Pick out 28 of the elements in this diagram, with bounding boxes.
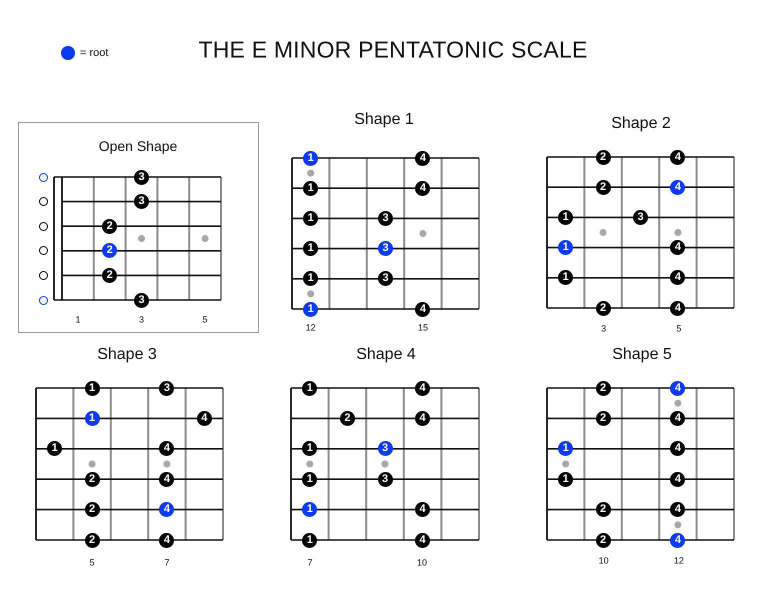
fret-number: 3 [139,316,144,324]
fret-number: 10 [598,556,609,566]
fret-number: 7 [164,558,170,568]
shape-title: Shape 4 [356,347,416,363]
open-string-icon [38,246,48,256]
diagram-title: THE E MINOR PENTATONIC SCALE [198,38,588,62]
shape-title: Shape 2 [611,116,671,132]
panel-title: Open Shape [98,139,178,153]
fret-number: 5 [202,316,208,324]
fret-number: 12 [674,556,684,566]
fret-number: 12 [306,324,316,332]
open-string-icon [38,172,48,182]
shape-title: Shape 1 [354,112,414,128]
fret-number: 1 [76,316,80,324]
shape-title: Shape 5 [612,347,672,363]
legend-label: = root [80,48,108,58]
shape-title: Shape 3 [97,347,157,363]
fret-number: 3 [601,324,606,334]
open-string-icon [38,197,48,206]
open-string-icon [38,296,48,304]
open-string-icon [38,222,48,231]
fret-number: 5 [676,324,682,334]
fret-number: 7 [308,558,312,568]
diagram-panel [18,122,259,333]
open-string-icon [38,270,48,280]
fret-number: 15 [418,324,428,332]
fret-number: 5 [90,558,94,568]
fret-number: 10 [417,558,427,568]
